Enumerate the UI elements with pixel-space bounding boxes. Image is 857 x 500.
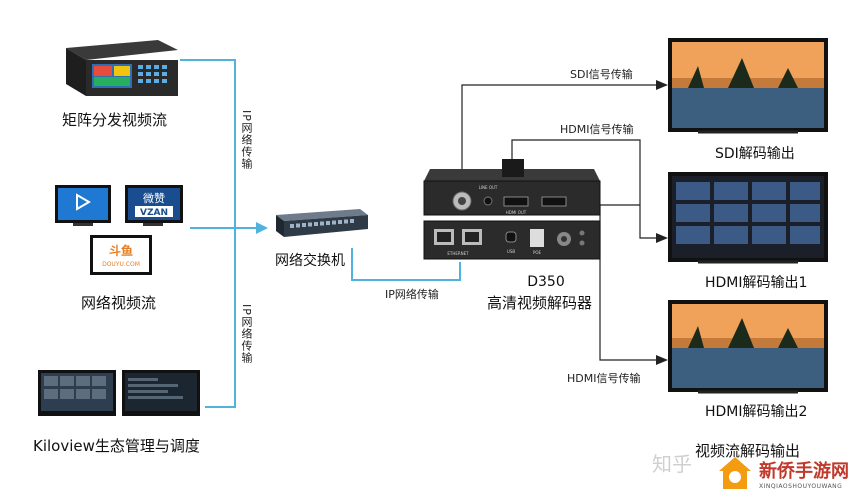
- douyu-logo-en: DOUYU.COM: [102, 261, 140, 268]
- hdmi-tv2-image: [668, 300, 828, 394]
- douyu-logo-cn: 斗鱼: [109, 243, 133, 258]
- hdmi-output1-label: HDMI解码输出1: [705, 275, 808, 291]
- vzan-logo-cn: 微赞: [143, 191, 165, 205]
- port-hdmi-out: HDMI OUT: [506, 210, 527, 215]
- brand-logo-icon: [719, 457, 751, 489]
- sdi-arrow: [656, 80, 668, 90]
- kiloview-label: Kiloview生态管理与调度: [33, 437, 200, 455]
- ip-line-matrix: [180, 59, 236, 228]
- vzan-logo-en: VZAN: [140, 208, 168, 218]
- decoder-model: D350: [527, 274, 565, 290]
- brand-name: 新侨手游网: [759, 461, 849, 482]
- ip-label-horizontal: IP网络传输: [385, 288, 439, 301]
- matrix-device-image: [66, 40, 178, 96]
- hdmi-link-label-top: HDMI信号传输: [560, 123, 634, 136]
- ip-label-bottom: IP网络传输: [238, 302, 254, 366]
- hdmi-arrow-top: [656, 233, 668, 243]
- port-line-out: LINE OUT: [479, 185, 498, 190]
- hdmi-output2-label: HDMI解码输出2: [705, 404, 808, 420]
- zhihu-watermark: 知乎: [652, 452, 692, 476]
- hdmi-link-label-bottom: HDMI信号传输: [567, 372, 641, 385]
- output-caption: 视频流解码输出: [695, 442, 801, 460]
- decoder-device-image: LINE OUT HDMI OUT ETHERNET USB POE: [423, 159, 601, 260]
- sdi-line: [461, 84, 660, 196]
- kiloview-monitors-image: [38, 370, 200, 416]
- brand-watermark: 新侨手游网 XINQIAOSHOUYOUWANG: [719, 457, 849, 490]
- brand-domain: XINQIAOSHOUYOUWANG: [759, 483, 843, 490]
- ip-line-switch-decoder: [351, 248, 461, 281]
- sdi-link-label: SDI信号传输: [570, 68, 633, 81]
- decoder-name: 高清视频解码器: [487, 294, 593, 312]
- hdmi-tv1-image: [668, 172, 828, 264]
- network-switch-image: [276, 209, 368, 237]
- port-poe: POE: [533, 250, 542, 255]
- arrow-to-switch: [256, 222, 268, 234]
- port-usb: USB: [507, 249, 515, 254]
- sdi-output-label: SDI解码输出: [715, 146, 795, 162]
- network-label: 网络视频流: [81, 294, 157, 312]
- sdi-tv-image: [668, 38, 828, 134]
- ip-line-kiloview: [205, 228, 236, 408]
- matrix-label: 矩阵分发视频流: [62, 111, 168, 129]
- hdmi-arrow-bottom: [656, 355, 668, 365]
- ip-label-top: IP网络传输: [238, 108, 254, 172]
- switch-label: 网络交换机: [275, 253, 345, 269]
- network-monitors-image: 微赞 VZAN 斗鱼 DOUYU.COM: [55, 185, 183, 275]
- port-ethernet: ETHERNET: [447, 251, 469, 256]
